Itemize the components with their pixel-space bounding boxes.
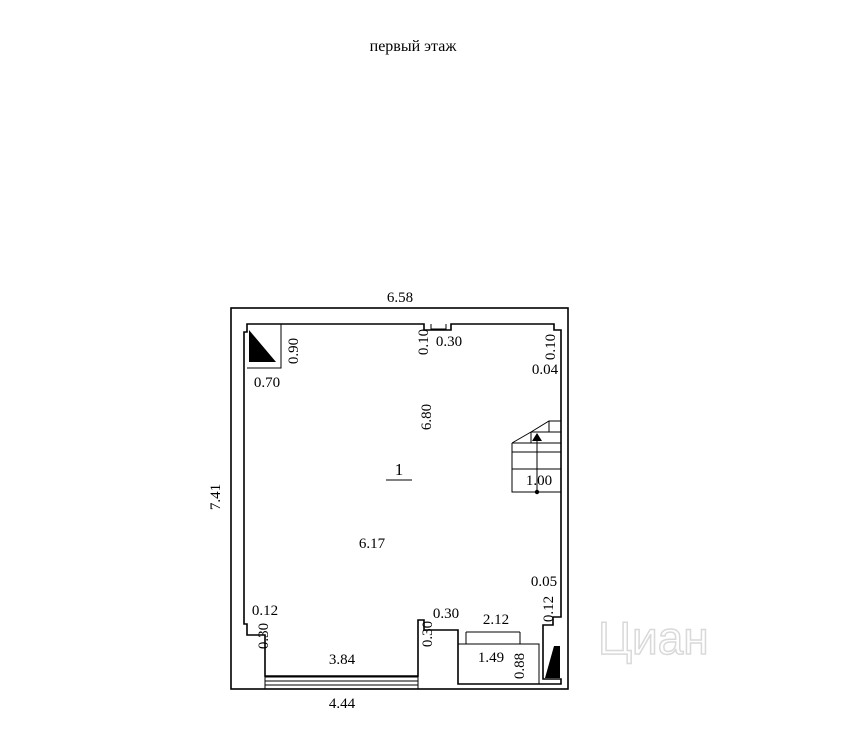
room-number: 1 [395,460,404,479]
inner-wall [243,323,562,685]
dim-top-notch-h: 0.10 [416,329,432,355]
dim-outer-left: 7.41 [208,484,224,510]
bottom-right-box [457,631,540,685]
dim-box-h: 0.88 [512,653,528,679]
page-title: первый этаж [369,38,457,55]
top-left-niche-mark [249,330,276,362]
dim-top-left-niche-h: 0.90 [286,338,302,364]
dim-outer-top: 6.58 [387,290,413,306]
dim-bottom-mid-w: 0.30 [433,606,459,622]
dim-bottom-right-w: 2.12 [483,612,509,628]
dim-bottom-window-w: 3.84 [329,652,356,668]
dim-bottom-mid-h: 0.30 [420,621,436,647]
dim-box-w: 1.49 [478,650,504,666]
top-left-niche [247,324,282,369]
dim-top-left-niche-w: 0.70 [254,375,280,391]
bottom-right-niche-mark [545,646,560,678]
dim-inner-width: 6.17 [359,536,386,552]
staircase [511,420,561,495]
dim-top-right-w: 0.04 [532,362,559,378]
dim-outer-bottom: 4.44 [329,696,356,712]
dim-top-notch-w: 0.30 [436,334,462,350]
dim-bottom-left-h: 0.30 [256,623,272,649]
watermark: Циан [598,612,709,664]
dim-inner-height: 6.80 [419,404,435,430]
top-notch [430,324,447,330]
dim-right-low-w: 0.05 [531,574,557,590]
dim-stair-width: 1.00 [526,473,552,489]
bottom-window [264,676,419,690]
dim-bottom-left-w: 0.12 [252,603,278,619]
dim-right-low-h: 0.12 [541,596,557,622]
dim-top-right-h: 0.10 [543,334,559,360]
